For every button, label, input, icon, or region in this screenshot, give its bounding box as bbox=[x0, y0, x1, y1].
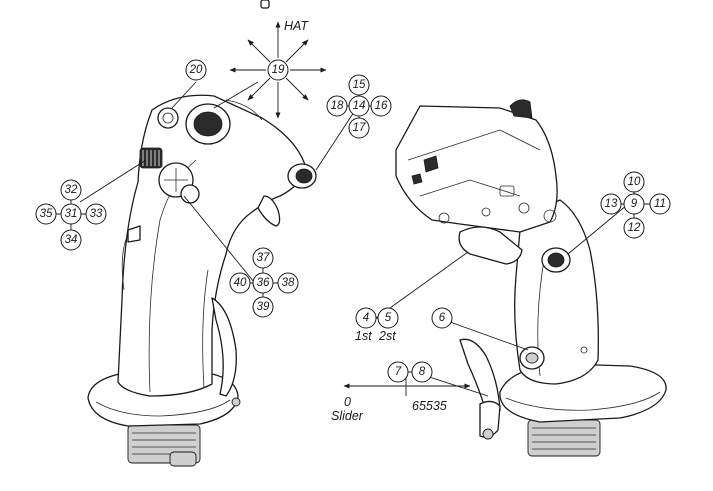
callout-33: 33 bbox=[85, 203, 107, 225]
svg-text:11: 11 bbox=[654, 198, 666, 210]
svg-text:36: 36 bbox=[257, 277, 270, 289]
callout-17: 17 bbox=[348, 117, 370, 139]
callout-18: 18 bbox=[326, 95, 348, 117]
svg-text:20: 20 bbox=[189, 64, 203, 76]
svg-text:8: 8 bbox=[419, 366, 426, 378]
callout-7: 7 bbox=[387, 361, 409, 383]
svg-text:37: 37 bbox=[257, 252, 270, 264]
right-front-button[interactable] bbox=[519, 346, 545, 370]
left-base-screw bbox=[231, 397, 241, 407]
left-base-thread bbox=[127, 424, 201, 467]
callout-12: 12 bbox=[623, 217, 645, 239]
callout-10: 10 bbox=[623, 171, 645, 193]
left-joystick-front-view bbox=[87, 94, 317, 467]
slider-axis bbox=[343, 378, 471, 396]
callout-19: 19 bbox=[267, 59, 289, 81]
callout-37: 37 bbox=[252, 247, 274, 269]
svg-text:32: 32 bbox=[65, 184, 78, 196]
svg-text:10: 10 bbox=[628, 176, 641, 188]
svg-text:12: 12 bbox=[628, 222, 641, 234]
svg-text:19: 19 bbox=[272, 64, 285, 76]
callout-31: 31 bbox=[60, 203, 82, 225]
right-hat-switch[interactable] bbox=[541, 247, 571, 273]
callout-8: 8 bbox=[411, 361, 433, 383]
callout-13: 13 bbox=[600, 193, 622, 215]
svg-text:35: 35 bbox=[40, 208, 53, 220]
left-side-lever[interactable] bbox=[211, 297, 237, 397]
svg-text:15: 15 bbox=[353, 79, 366, 91]
callout-34: 34 bbox=[60, 229, 82, 251]
right-paddle-trigger[interactable] bbox=[458, 226, 523, 265]
svg-text:33: 33 bbox=[90, 208, 103, 220]
svg-text:31: 31 bbox=[65, 208, 78, 220]
svg-text:7: 7 bbox=[395, 366, 402, 378]
slider-min-label: 0 bbox=[344, 395, 351, 409]
left-top-button[interactable] bbox=[157, 107, 179, 129]
left-small-button[interactable] bbox=[180, 184, 200, 204]
callout-36: 36 bbox=[252, 272, 274, 294]
svg-text:13: 13 bbox=[605, 198, 618, 210]
callout-9: 9 bbox=[623, 193, 645, 215]
hat-label: HAT bbox=[284, 19, 309, 33]
callout-35: 35 bbox=[35, 203, 57, 225]
right-base-thread bbox=[527, 419, 601, 457]
callout-16: 16 bbox=[370, 95, 392, 117]
hat-direction-arrows bbox=[229, 0, 327, 119]
first-stage-label: 1st bbox=[355, 329, 372, 343]
callout-32: 32 bbox=[60, 179, 82, 201]
svg-text:6: 6 bbox=[439, 312, 446, 324]
svg-text:16: 16 bbox=[375, 100, 388, 112]
svg-text:4: 4 bbox=[363, 312, 369, 324]
right-head-block bbox=[395, 105, 558, 233]
callout-4: 4 bbox=[355, 307, 377, 329]
callout-38: 38 bbox=[277, 272, 299, 294]
callout-14: 14 bbox=[348, 95, 370, 117]
callout-20: 20 bbox=[185, 59, 207, 81]
svg-text:34: 34 bbox=[65, 234, 78, 246]
right-joystick-side-view bbox=[395, 99, 667, 457]
left-trigger[interactable] bbox=[257, 195, 281, 227]
callout-15: 15 bbox=[348, 74, 370, 96]
left-side-nub[interactable] bbox=[127, 225, 141, 243]
svg-text:14: 14 bbox=[353, 100, 366, 112]
svg-text:40: 40 bbox=[234, 277, 247, 289]
callout-39: 39 bbox=[252, 296, 274, 318]
svg-text:5: 5 bbox=[385, 312, 392, 324]
svg-text:38: 38 bbox=[282, 277, 295, 289]
left-side-button[interactable] bbox=[287, 163, 317, 189]
callout-6: 6 bbox=[431, 307, 453, 329]
callout-5: 5 bbox=[377, 307, 399, 329]
callout-40: 40 bbox=[229, 272, 251, 294]
callout-11: 11 bbox=[649, 193, 671, 215]
svg-text:9: 9 bbox=[631, 198, 638, 210]
svg-text:18: 18 bbox=[331, 100, 344, 112]
second-stage-label: 2st bbox=[378, 329, 396, 343]
svg-text:17: 17 bbox=[353, 122, 366, 134]
svg-text:39: 39 bbox=[257, 301, 270, 313]
slider-label: Slider bbox=[331, 409, 364, 423]
slider-max-label: 65535 bbox=[412, 399, 447, 413]
